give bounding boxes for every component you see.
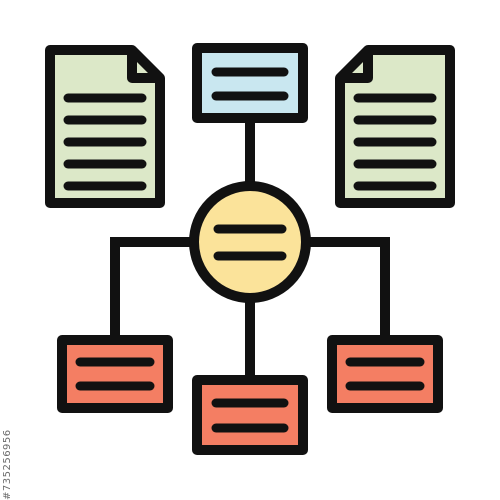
connector-right (299, 237, 390, 345)
connector-lines (110, 113, 390, 385)
top-box (192, 43, 308, 123)
center-node (189, 181, 311, 303)
bottom-right-box (327, 335, 443, 413)
bottom-left-box (57, 335, 173, 413)
connector-left (110, 237, 201, 345)
bottom-center-box (192, 375, 308, 455)
right-document (335, 45, 455, 208)
watermark-id-text: #735256956 (2, 429, 13, 500)
left-document (45, 45, 165, 208)
